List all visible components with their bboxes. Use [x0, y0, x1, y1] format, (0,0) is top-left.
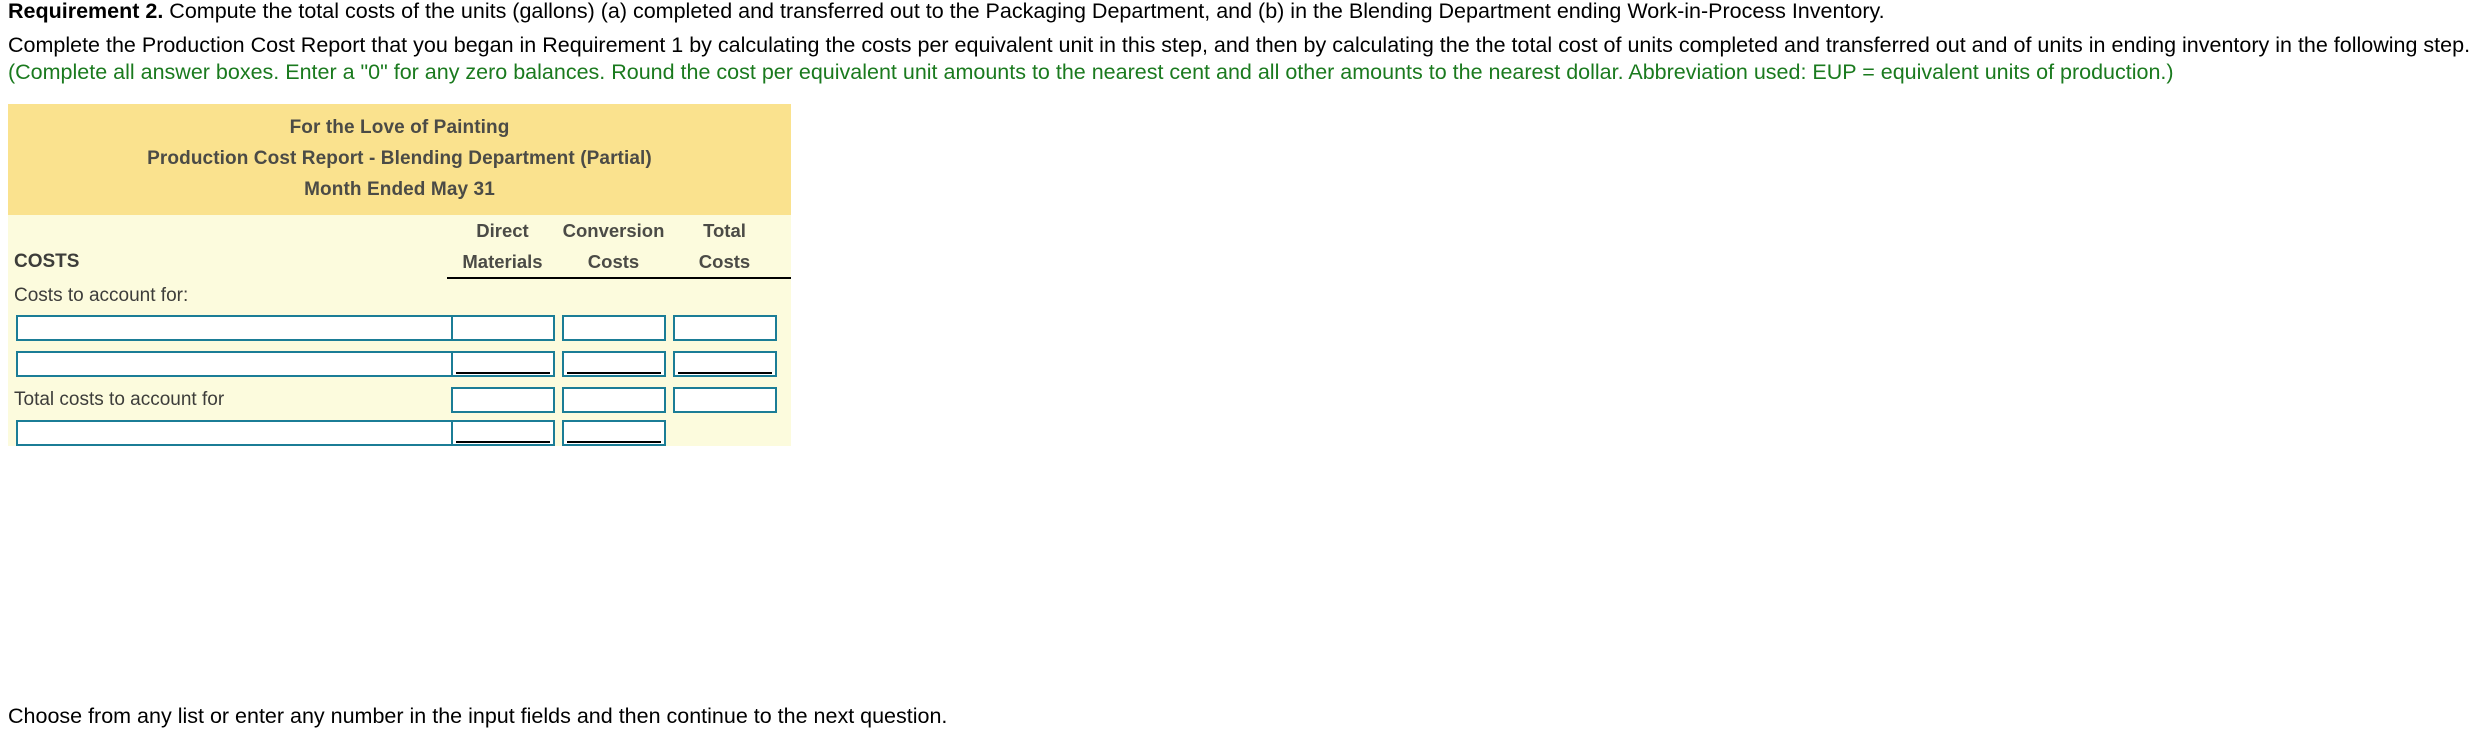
requirement-heading: Requirement 2. Compute the total costs o… — [8, 0, 1885, 24]
total-total-costs-input[interactable] — [672, 386, 777, 413]
column-header-conversion-costs: Conversion Costs — [558, 215, 669, 277]
row1-direct-materials-input[interactable] — [450, 314, 555, 341]
row2-direct-materials-cell — [447, 350, 558, 377]
table-row: Total costs to account for — [8, 384, 791, 415]
row1-total-costs-cell — [669, 314, 780, 341]
row2-total-costs-input[interactable] — [672, 350, 777, 377]
total-conversion-costs-cell — [558, 386, 669, 413]
column-header-total-costs: Total Costs — [669, 215, 780, 277]
row4-direct-materials-cell — [447, 420, 558, 446]
costs-section-label: COSTS — [14, 251, 80, 272]
table-row: Costs to account for: — [8, 279, 791, 312]
row2-direct-materials-input[interactable] — [450, 350, 555, 377]
instructions-paragraph: Complete the Production Cost Report that… — [8, 32, 2478, 86]
row4-description-input[interactable] — [16, 420, 453, 446]
costs-section-label-cell: COSTS — [8, 215, 447, 277]
report-title-block: For the Love of Painting Production Cost… — [8, 104, 791, 215]
column-header-direct-materials-line1: Direct — [476, 220, 529, 241]
row1-direct-materials-cell — [447, 314, 558, 341]
row-label-costs-to-account-for: Costs to account for: — [14, 284, 189, 306]
requirement-label: Requirement 2. — [8, 0, 164, 23]
table-row — [8, 348, 791, 379]
row1-conversion-costs-input[interactable] — [561, 314, 666, 341]
requirement-text: Compute the total costs of the units (ga… — [163, 0, 1885, 23]
report-company-name: For the Love of Painting — [289, 117, 510, 138]
row-description-cell — [8, 350, 453, 377]
row4-conversion-costs-input[interactable] — [561, 420, 666, 446]
row-description-cell — [8, 314, 453, 341]
column-header-row: COSTS Direct Materials Conversion Costs … — [8, 215, 791, 277]
row1-conversion-costs-cell — [558, 314, 669, 341]
total-direct-materials-input[interactable] — [450, 386, 555, 413]
total-direct-materials-cell — [447, 386, 558, 413]
column-header-total-costs-line2: Costs — [698, 251, 751, 272]
table-row — [8, 420, 791, 446]
total-total-costs-cell — [669, 386, 780, 413]
footnote-text: Choose from any list or enter any number… — [8, 704, 948, 728]
table-row — [8, 312, 791, 343]
row1-description-input[interactable] — [16, 314, 453, 341]
report-period: Month Ended May 31 — [304, 179, 495, 200]
row2-conversion-costs-cell — [558, 350, 669, 377]
column-header-direct-materials: Direct Materials — [447, 215, 558, 277]
production-cost-report-table: For the Love of Painting Production Cost… — [8, 104, 791, 446]
column-header-direct-materials-line2: Materials — [462, 251, 543, 272]
row2-conversion-costs-input[interactable] — [561, 350, 666, 377]
instructions-green-text: (Complete all answer boxes. Enter a "0" … — [8, 60, 2174, 84]
row-label-total-costs-to-account-for: Total costs to account for — [14, 388, 225, 410]
row4-conversion-costs-cell — [558, 420, 669, 446]
row1-total-costs-input[interactable] — [672, 314, 777, 341]
column-header-total-costs-line1: Total — [703, 220, 746, 241]
total-conversion-costs-input[interactable] — [561, 386, 666, 413]
row2-description-input[interactable] — [16, 350, 453, 377]
report-title: Production Cost Report - Blending Depart… — [147, 148, 652, 169]
column-header-rule — [8, 277, 791, 279]
column-header-conversion-costs-line2: Costs — [587, 251, 640, 272]
row2-total-costs-cell — [669, 350, 780, 377]
column-header-conversion-costs-line1: Conversion — [562, 220, 665, 241]
instructions-black-text: Complete the Production Cost Report that… — [8, 33, 2471, 57]
row-description-cell — [8, 420, 453, 446]
row4-direct-materials-input[interactable] — [450, 420, 555, 446]
